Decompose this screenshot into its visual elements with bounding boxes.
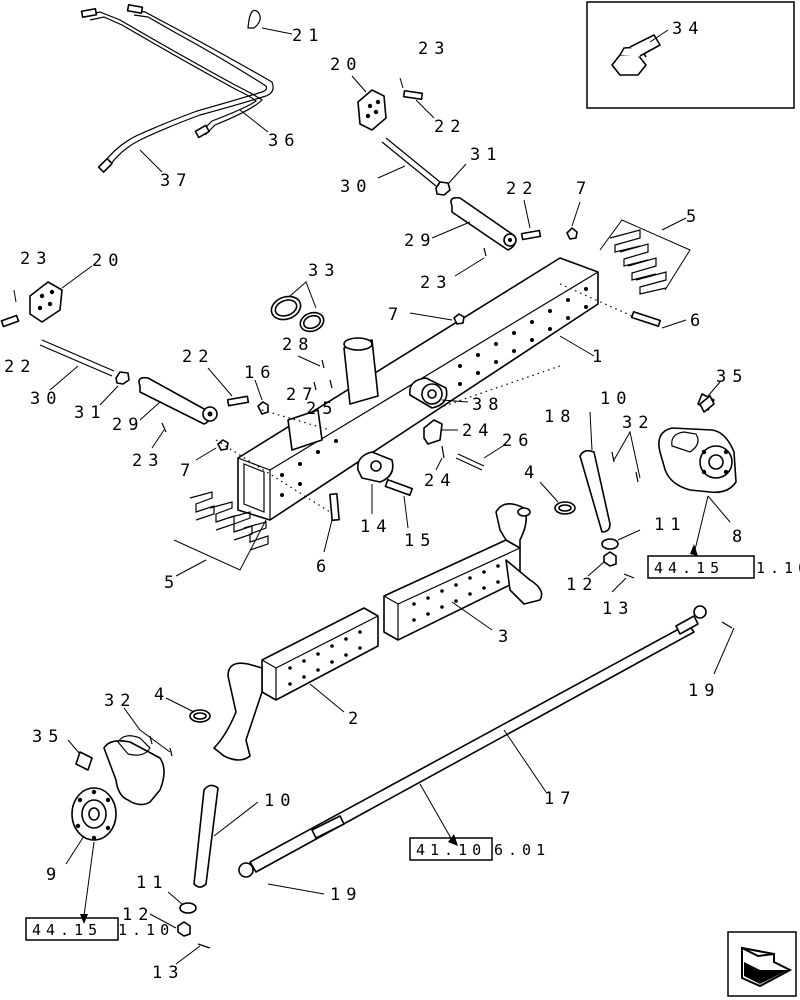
frame-holes <box>280 287 588 497</box>
part-21-clip <box>247 9 293 35</box>
reference-left-rest: 1.10 <box>118 921 174 939</box>
callout-15: 15 <box>404 531 436 551</box>
reference-right-boxed: 44.15 <box>654 559 724 577</box>
callout-23: 23 <box>420 273 452 293</box>
callout-29: 29 <box>112 415 144 435</box>
callout-5: 5 <box>164 573 180 593</box>
callout-7: 7 <box>388 305 404 325</box>
upper-bracket-assembly <box>351 75 581 277</box>
axle-extension-2 <box>213 607 379 761</box>
callout-30: 30 <box>30 389 62 409</box>
callout-30: 30 <box>340 177 372 197</box>
callout-23: 23 <box>418 39 450 59</box>
reference-left-boxed: 44.15 <box>32 921 102 939</box>
tie-rod-17 <box>238 605 735 895</box>
callout-10: 10 <box>264 791 296 811</box>
callout-27: 27 <box>286 385 318 405</box>
callout-22: 22 <box>434 117 466 137</box>
callout-32: 32 <box>622 413 654 433</box>
reference-right-rest: 1.10 <box>756 559 800 577</box>
callout-8: 8 <box>732 527 748 547</box>
callout-22: 22 <box>182 347 214 367</box>
axle-extension-3 <box>383 503 543 641</box>
spring-clips-left <box>173 491 340 577</box>
right-spindle-assembly <box>579 381 737 556</box>
callout-33: 33 <box>308 261 340 281</box>
mid-hardware <box>356 419 507 529</box>
callout-32: 32 <box>104 691 136 711</box>
next-page-arrow-icon[interactable] <box>727 931 797 997</box>
callout-18: 18 <box>544 407 576 427</box>
callout-13: 13 <box>152 963 184 983</box>
callout-12: 12 <box>566 575 598 595</box>
reference-mid-rest: 6.01 <box>494 841 550 859</box>
part-33-o-rings <box>270 281 325 333</box>
callout-29: 29 <box>404 231 436 251</box>
callout-21: 21 <box>292 26 324 46</box>
callout-5: 5 <box>686 207 702 227</box>
callout-11: 11 <box>654 515 686 535</box>
callout-34: 34 <box>672 19 704 39</box>
callout-35: 35 <box>716 367 748 387</box>
pin-6-right <box>630 311 687 329</box>
callout-37: 37 <box>160 171 192 191</box>
callout-38: 38 <box>472 395 504 415</box>
part-38-bushing <box>409 377 469 409</box>
callout-20: 20 <box>330 55 362 75</box>
reference-mid-boxed: 41.10 <box>416 841 486 859</box>
callout-17: 17 <box>544 789 576 809</box>
callout-22: 22 <box>4 357 36 377</box>
callout-1: 1 <box>592 347 608 367</box>
callout-10: 10 <box>600 389 632 409</box>
callout-24: 24 <box>424 471 456 491</box>
callout-36: 36 <box>268 131 300 151</box>
left-spindle-assembly <box>65 697 211 924</box>
callout-31: 31 <box>74 403 106 423</box>
callout-25: 25 <box>306 399 338 419</box>
callout-35: 35 <box>32 727 64 747</box>
callout-7: 7 <box>180 461 196 481</box>
callout-26: 26 <box>502 431 534 451</box>
callout-31: 31 <box>470 145 502 165</box>
small-hardware-25-27-28 <box>215 283 633 513</box>
hydraulic-lines <box>80 4 274 173</box>
callout-13: 13 <box>602 599 634 619</box>
callout-3: 3 <box>498 627 514 647</box>
left-bracket-assembly <box>0 265 269 461</box>
left-kingpin-hardware <box>149 784 259 965</box>
callout-4: 4 <box>524 463 540 483</box>
part-7-mid <box>409 312 465 325</box>
part-35-plate <box>699 395 715 413</box>
callout-28: 28 <box>282 335 314 355</box>
reference-mid[interactable]: 41.10 6.01 <box>409 837 550 861</box>
callout-24: 24 <box>462 421 494 441</box>
callout-7: 7 <box>576 179 592 199</box>
callout-19: 19 <box>330 885 362 905</box>
inset-part-34 <box>586 1 795 109</box>
callout-20: 20 <box>92 251 124 271</box>
callout-6: 6 <box>316 557 332 577</box>
callout-6: 6 <box>690 311 706 331</box>
callout-22: 22 <box>506 179 538 199</box>
extension-2-holes <box>288 630 362 686</box>
spring-clips-right <box>599 217 691 295</box>
callout-11: 11 <box>136 873 168 893</box>
reference-left[interactable]: 44.15 1.10 <box>25 917 174 941</box>
callout-9: 9 <box>46 865 62 885</box>
callout-16: 16 <box>244 363 276 383</box>
callout-23: 23 <box>132 451 164 471</box>
reference-right[interactable]: 44.15 1.10 <box>647 555 800 579</box>
callout-4: 4 <box>154 685 170 705</box>
callout-12: 12 <box>122 905 154 925</box>
callout-14: 14 <box>360 517 392 537</box>
extension-3-holes <box>412 564 500 622</box>
callout-numbers: 21 20 23 22 36 37 31 30 22 7 29 23 5 23 … <box>4 19 748 983</box>
callout-23: 23 <box>20 249 52 269</box>
right-washers <box>539 481 641 593</box>
callout-19: 19 <box>688 681 720 701</box>
callout-2: 2 <box>348 709 364 729</box>
